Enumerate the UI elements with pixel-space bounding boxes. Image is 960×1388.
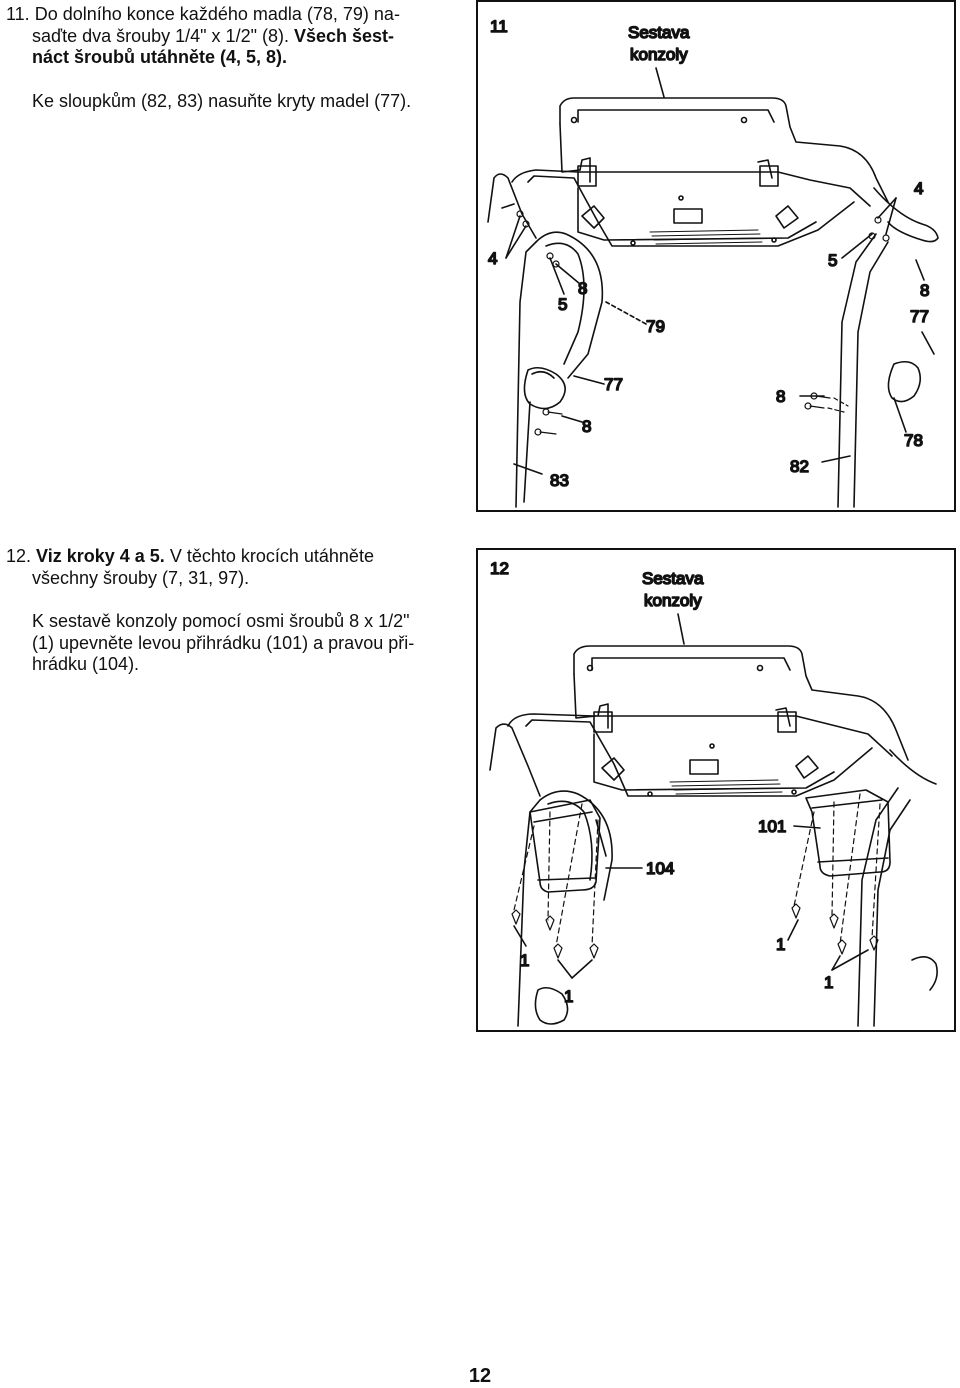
callout-1-a: 1 — [520, 951, 529, 970]
callout-83: 83 — [550, 471, 569, 490]
step-12-paragraph-2-line-2: (1) upevněte levou přihrádku (101) a pra… — [32, 632, 415, 653]
callout-4-left: 4 — [488, 249, 497, 268]
step-12-line-1: 12. Viz kroky 4 a 5. V těchto krocích ut… — [6, 546, 456, 568]
callout-77-left: 77 — [604, 375, 623, 394]
step-12-paragraph-2-line-3: hrádku (104). — [32, 654, 140, 674]
step-12-text-1: V těchto krocích utáhněte — [169, 546, 374, 566]
callout-77-right: 77 — [910, 307, 929, 326]
step-11-bold-2: Všech šest- — [293, 25, 395, 46]
callout-8-midright: 8 — [776, 387, 785, 406]
callout-5-left: 5 — [558, 295, 567, 314]
callout-1-b: 1 — [564, 987, 573, 1006]
step-11-instructions: 11. Do dolního konce každého madla (78, … — [6, 4, 446, 112]
step-12-number: 12. — [6, 546, 32, 566]
figure-12-drawing: 12 Sestava konzoly — [489, 558, 938, 1027]
figure-11-drawing: 11 Sestava konzoly — [487, 16, 939, 508]
callout-8-top: 8 — [578, 279, 587, 298]
figure-12-step-number: 12 — [490, 559, 509, 578]
step-11-text-2: saďte dva šrouby 1/4" x 1/2" (8). — [32, 25, 289, 46]
figure-12: 12 Sestava konzoly — [476, 548, 956, 1032]
callout-8-left: 8 — [582, 417, 591, 436]
callout-1-d: 1 — [824, 973, 833, 992]
step-12-line-2: všechny šrouby (7, 31, 97). — [32, 567, 250, 588]
step-12-bold-ref: Viz kroky 4 a 5. — [36, 546, 165, 566]
figure-12-title-1: Sestava — [642, 569, 704, 588]
figure-11-title-1: Sestava — [628, 23, 690, 42]
figure-11-title-2: konzoly — [630, 45, 688, 64]
step-12-instructions: 12. Viz kroky 4 a 5. V těchto krocích ut… — [6, 546, 456, 676]
callout-101: 101 — [758, 817, 786, 836]
callout-104: 104 — [646, 859, 674, 878]
callout-82: 82 — [790, 457, 809, 476]
callout-1-c: 1 — [776, 935, 785, 954]
callout-78: 78 — [904, 431, 923, 450]
step-11-line-3: náct šroubů utáhněte (4, 5, 8). — [32, 47, 288, 67]
callout-79: 79 — [646, 317, 665, 336]
figure-12-title-2: konzoly — [644, 591, 702, 610]
step-11-line-2: saďte dva šrouby 1/4" x 1/2" (8). Všech … — [6, 26, 446, 48]
step-12-paragraph-2-line-1: K sestavě konzoly pomocí osmi šroubů 8 x… — [32, 611, 410, 631]
callout-4-right: 4 — [914, 179, 923, 198]
figure-11-step-number: 11 — [490, 17, 508, 36]
callout-5-right: 5 — [828, 251, 837, 270]
callout-8-right: 8 — [920, 281, 929, 300]
step-11-paragraph-2: Ke sloupkům (82, 83) nasuňte kryty madel… — [32, 90, 412, 111]
step-11-number: 11. — [6, 4, 30, 24]
page-number: 12 — [468, 1365, 492, 1387]
figure-11: 11 Sestava konzoly — [476, 0, 956, 512]
step-11-text-1: Do dolního konce každého madla (78, 79) … — [34, 4, 400, 24]
step-11-line-1: 11. Do dolního konce každého madla (78, … — [6, 4, 446, 26]
